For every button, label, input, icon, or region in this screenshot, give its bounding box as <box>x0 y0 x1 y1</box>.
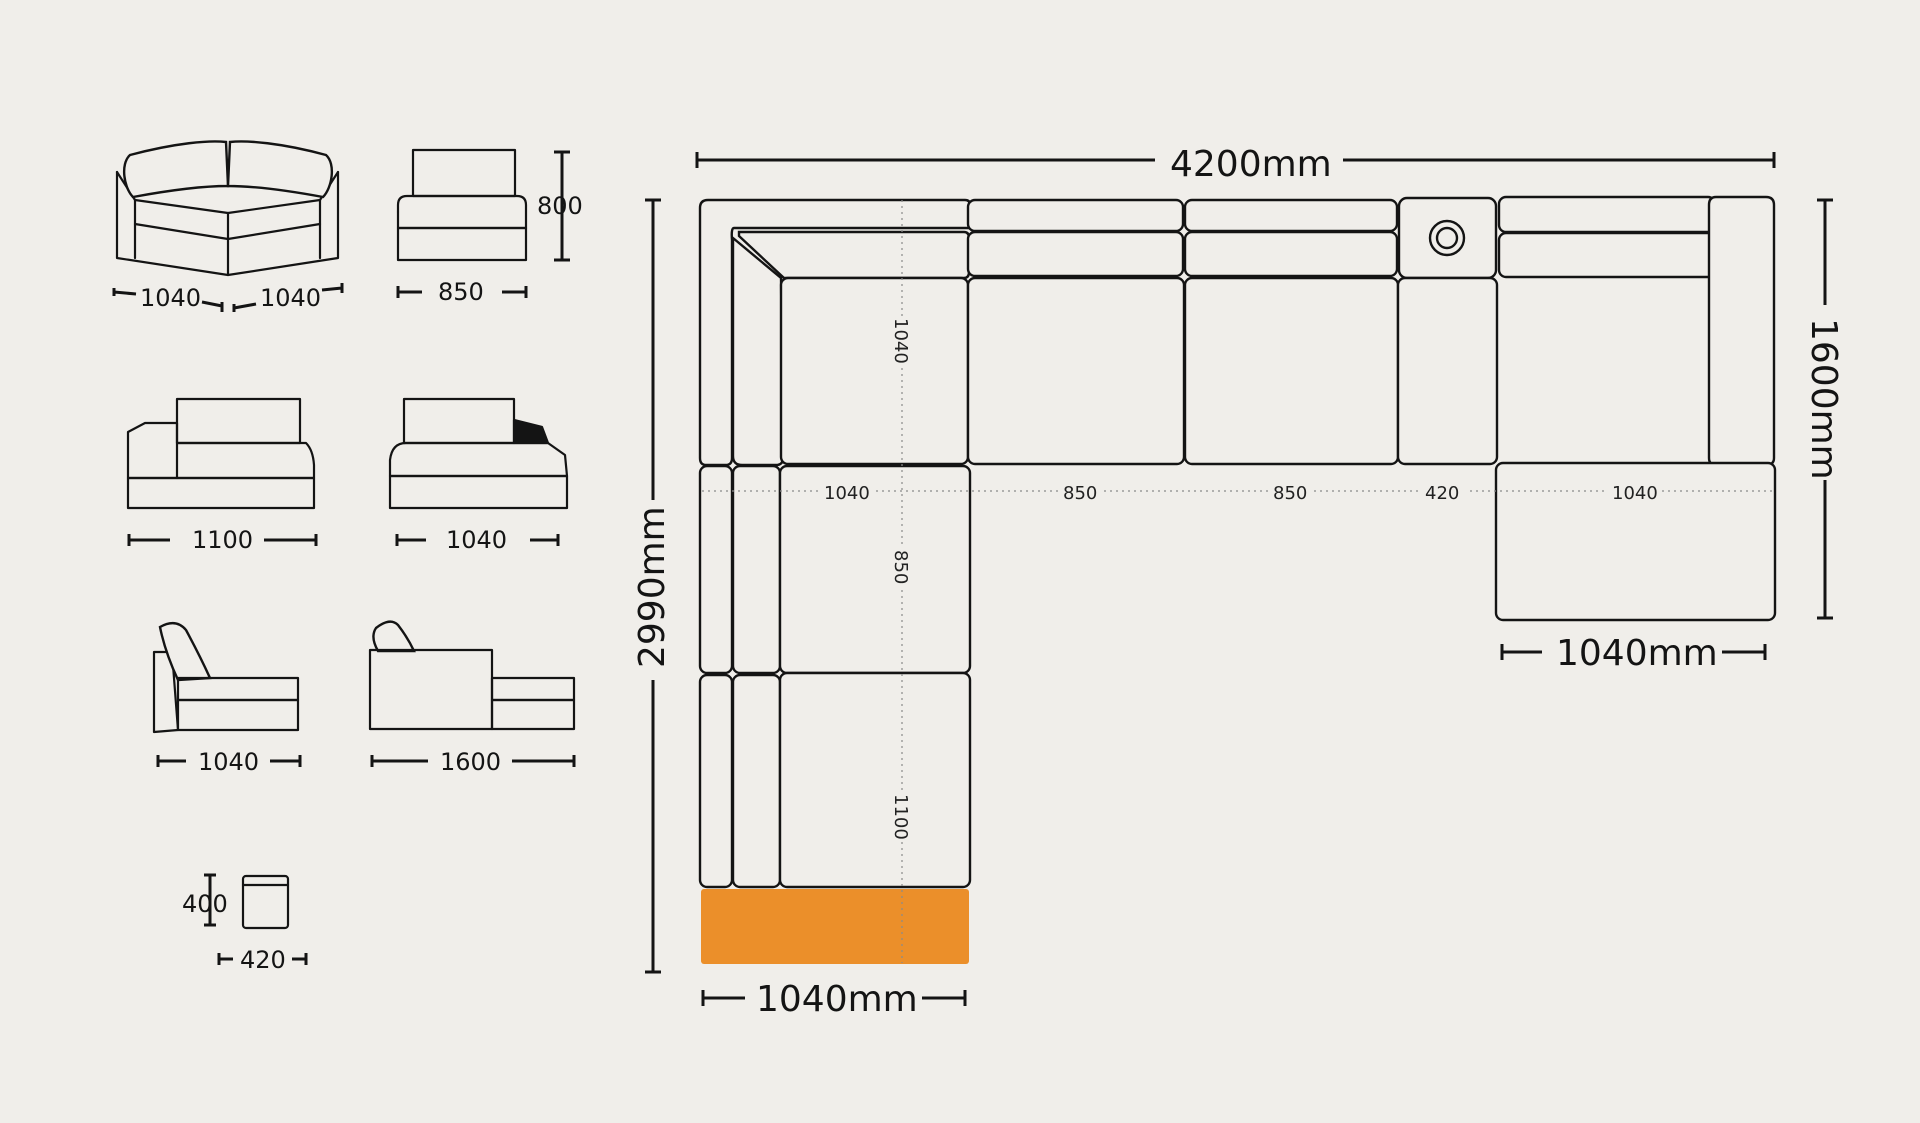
bottom-width-label: 1040mm <box>756 979 918 1020</box>
arm-left-width: 1100 <box>192 526 253 554</box>
total-depth-right-dim: 1600mm <box>1803 198 1844 620</box>
vert-1-label: 1040 <box>890 318 911 364</box>
chaise-width-label: 1040mm <box>1556 633 1718 674</box>
armless-width: 850 <box>438 278 484 306</box>
seg-3-label: 850 <box>1273 483 1307 504</box>
total-depth-left-dim: 2990mm <box>632 198 673 974</box>
seg-5-label: 1040 <box>1612 483 1658 504</box>
side-long-module-dims: 1600 <box>370 748 576 776</box>
armless-height: 800 <box>537 192 583 220</box>
corner-dim-left: 1040 <box>140 284 201 312</box>
cupholder-icon <box>1428 219 1466 257</box>
corner-dim-right: 1040 <box>260 284 321 312</box>
side-small-width: 1040 <box>198 748 259 776</box>
side-long-module <box>368 620 576 731</box>
arm-right-width: 1040 <box>446 526 507 554</box>
total-depth-left-label: 2990mm <box>632 506 673 668</box>
ottoman-module-dims: 400 420 <box>182 873 308 974</box>
left-column <box>698 464 972 889</box>
arm-left-module <box>126 397 316 510</box>
side-long-width: 1600 <box>440 748 501 776</box>
segment-labels: 1040 850 850 420 1040 1040 850 1100 <box>818 316 1662 842</box>
armless-module-dims: 800 850 <box>396 150 583 306</box>
chaise-width-dim: 1040mm <box>1500 633 1767 674</box>
bottom-width-dim: 1040mm <box>701 979 967 1020</box>
seg-4-label: 420 <box>1425 483 1459 504</box>
corner-module <box>115 140 340 277</box>
total-width-dim: 4200mm <box>695 144 1776 185</box>
corner-module-dims: 1040 1040 <box>112 283 344 312</box>
side-small-module <box>152 622 300 734</box>
ottoman-module <box>241 874 290 930</box>
armless-module <box>396 148 528 262</box>
total-width-label: 4200mm <box>1170 144 1332 185</box>
ottoman-width: 420 <box>240 946 286 974</box>
ottoman-height: 400 <box>182 890 228 918</box>
seg-2-label: 850 <box>1063 483 1097 504</box>
vert-2-label: 850 <box>890 550 911 584</box>
top-seats <box>779 276 1777 622</box>
arm-left-module-dims: 1100 <box>127 526 318 554</box>
vert-3-label: 1100 <box>890 794 911 840</box>
total-depth-right-label: 1600mm <box>1803 318 1844 480</box>
side-small-module-dims: 1040 <box>156 748 302 776</box>
seg-1-label: 1040 <box>824 483 870 504</box>
arm-right-module <box>388 397 569 510</box>
top-backrests <box>966 195 1776 467</box>
ottoman-highlight <box>701 889 969 964</box>
arm-right-module-dims: 1040 <box>395 526 560 554</box>
